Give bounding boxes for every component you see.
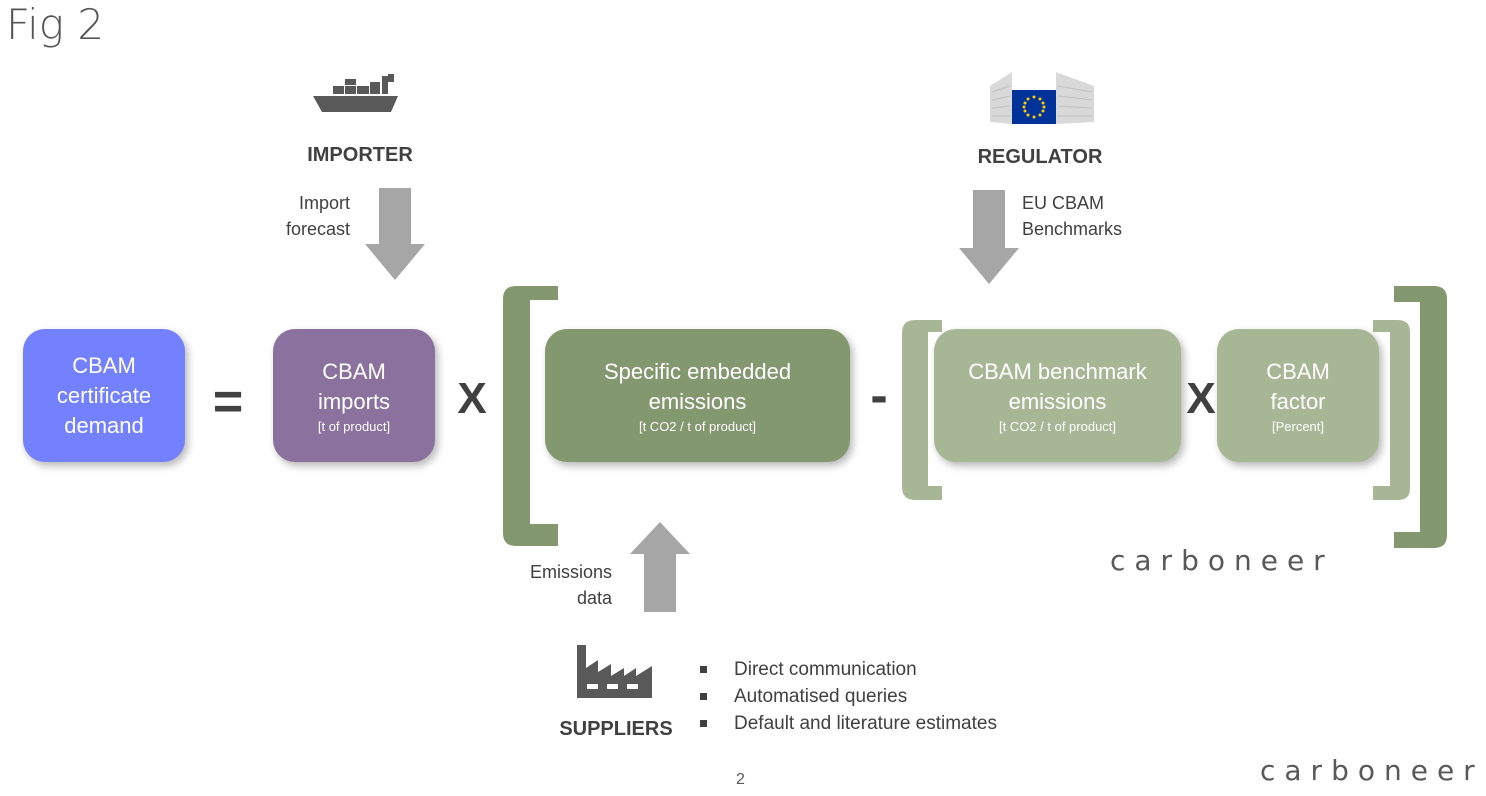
import-forecast-arrow [365,188,425,280]
figure-title: Fig 2 [6,0,105,49]
suppliers-label: SUPPLIERS [559,718,673,740]
regulator-label: REGULATOR [977,146,1103,168]
inner-right-bracket [1373,320,1410,500]
emissions-data-label: Emissions data [529,562,612,608]
outer-right-bracket [1394,286,1447,548]
cbam-factor-box: CBAM factor [Percent] [1217,329,1379,462]
list-item: Default and literature estimates [700,710,997,737]
eu-benchmarks-arrow [959,190,1019,284]
cbam-imports-box: CBAM imports [t of product] [273,329,435,462]
multiply-operator: X [457,374,487,423]
specific-embedded-emissions-box: Specific embedded emissions [t CO2 / t o… [545,329,850,462]
minus-operator: - [870,367,888,425]
emissions-data-arrow [630,522,690,612]
brand-logo-footer: carboneer [1260,754,1484,787]
cbam-certificate-demand-box: CBAM certificate demand [23,329,185,462]
brand-logo-inline: carboneer [1110,544,1334,577]
cbam-benchmark-emissions-box: CBAM benchmark emissions [t CO2 / t of p… [934,329,1181,462]
multiply-operator-2: X [1186,374,1216,423]
factory-icon [577,645,652,698]
ship-icon [313,74,398,112]
import-forecast-label: Import forecast [285,193,350,239]
list-item: Automatised queries [700,683,997,710]
outer-left-bracket [503,286,558,546]
supplier-methods-list: Direct communication Automatised queries… [700,656,997,737]
importer-label: IMPORTER [307,144,413,166]
page-number: 2 [736,771,745,788]
list-item: Direct communication [700,656,997,683]
equals-operator: = [212,373,244,431]
eu-benchmarks-label: EU CBAM Benchmarks [1022,193,1123,239]
eu-flag-icon [990,72,1094,124]
inner-left-bracket [902,320,942,500]
